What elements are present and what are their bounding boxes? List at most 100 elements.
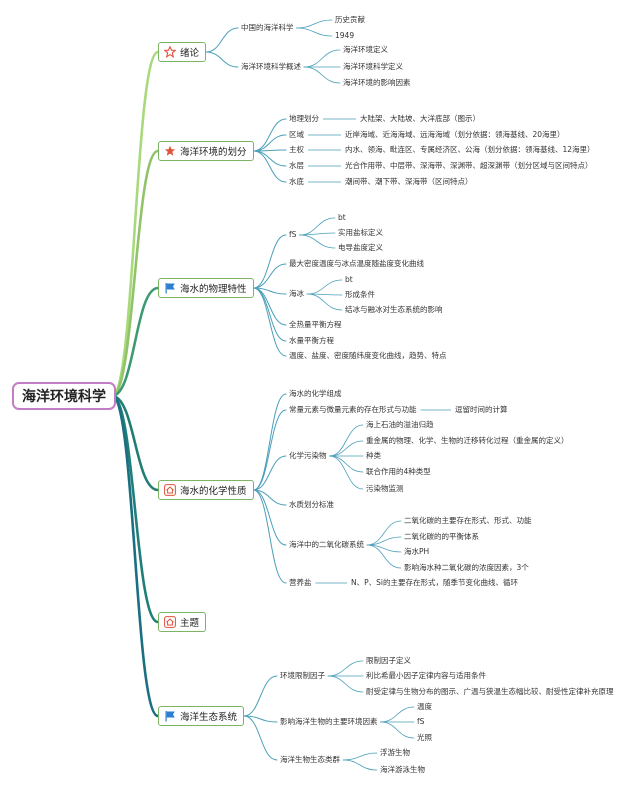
leaf-connector xyxy=(306,293,343,311)
leaf-node[interactable]: 海上石油的溢油归趋 xyxy=(366,420,434,429)
sub-branch-line xyxy=(205,27,239,53)
subtopic[interactable]: 全热量平衡方程 xyxy=(289,320,342,329)
leaf-node[interactable]: 海洋环境的影响因素 xyxy=(343,78,411,87)
leaf-node[interactable]: 电导盐度定义 xyxy=(338,243,383,252)
subtopic[interactable]: 主权 xyxy=(289,145,304,154)
leaf-node[interactable]: 联合作用的4种类型 xyxy=(366,467,431,476)
flag-icon xyxy=(164,710,176,722)
sub-branch-line xyxy=(253,118,287,152)
topic-label: 海洋环境的划分 xyxy=(180,147,247,158)
leaf-node[interactable]: 近岸海域、近海海域、远海海域（划分依据：领海基线、20海里） xyxy=(345,130,565,139)
home-icon xyxy=(164,484,176,496)
leaf-node[interactable]: 1949 xyxy=(335,31,355,40)
leaf-node[interactable]: fS xyxy=(417,717,425,726)
leaf-node[interactable]: 限制因子定义 xyxy=(366,656,411,665)
leaf-node[interactable]: 利比希最小因子定律内容与适用条件 xyxy=(366,671,486,680)
leaf-connector xyxy=(329,455,364,473)
subtopic[interactable]: 营养盐 xyxy=(289,578,312,587)
leaf-node[interactable]: 二氧化碳的的平衡体系 xyxy=(404,532,479,541)
topic-4[interactable]: 海水的化学性质 xyxy=(158,480,254,500)
leaf-node[interactable]: 光照 xyxy=(417,733,432,742)
leaf-node[interactable]: 光合作用带、中层带、深海带、深渊带、超深渊带（划分区域与区间特点） xyxy=(345,161,593,170)
leaf-node[interactable]: 影响海水种二氧化碳的浓度因素，3个 xyxy=(404,563,529,572)
subtopic[interactable]: 常量元素与微量元素的存在形式与功能 xyxy=(289,405,417,414)
topic-label: 绪论 xyxy=(180,48,200,59)
leaf-connector xyxy=(329,440,364,457)
leaf-node[interactable]: 内水、领海、毗连区、专属经济区、公海（划分依据：领海基线、12海里） xyxy=(345,145,595,154)
subtopic[interactable]: 海洋中的二氧化碳系统 xyxy=(289,540,364,549)
subtopic[interactable]: 海洋生物生态类群 xyxy=(280,755,340,764)
leaf-node[interactable]: 大陆架、大陆坡、大洋底部（图示） xyxy=(360,114,480,123)
leaf-node[interactable]: 海洋环境科学定义 xyxy=(343,62,403,71)
leaf-connector xyxy=(299,234,336,249)
topic-2[interactable]: 海洋环境的划分 xyxy=(158,141,254,161)
topic-1[interactable]: 绪论 xyxy=(158,42,207,62)
subtopic[interactable]: 海冰 xyxy=(289,289,304,298)
sub-branch-line xyxy=(205,51,239,68)
subtopic[interactable]: 水底 xyxy=(289,177,304,186)
sub-branch-line xyxy=(253,287,287,357)
topic-6[interactable]: 海洋生态系统 xyxy=(158,706,245,726)
leaf-connector xyxy=(296,19,333,29)
leaf-node[interactable]: 形成条件 xyxy=(345,290,375,299)
leaf-node[interactable]: 海洋环境定义 xyxy=(343,45,388,54)
subtopic[interactable]: 最大密度温度与冰点温度随盐度变化曲线 xyxy=(289,259,424,268)
subtopic[interactable]: 海水的化学组成 xyxy=(289,389,342,398)
leaf-node[interactable]: 海洋游泳生物 xyxy=(380,765,425,774)
leaf-connector xyxy=(380,721,415,739)
sub-branch-line xyxy=(253,393,287,491)
leaf-node[interactable]: bt xyxy=(345,275,353,284)
star-filled-icon xyxy=(164,145,176,157)
leaf-connector xyxy=(306,279,343,295)
subtopic[interactable]: 中国的海洋科学 xyxy=(241,23,294,32)
topic-label: 主题 xyxy=(180,618,200,629)
leaf-node[interactable]: 历史贡献 xyxy=(335,15,365,24)
leaf-node[interactable]: 温度 xyxy=(417,702,432,711)
branch-line xyxy=(110,394,160,624)
leaf-node[interactable]: 二氧化碳的主要存在形式、形式、功能 xyxy=(404,516,532,525)
sub-branch-line xyxy=(253,263,287,289)
leaf-node[interactable]: 逗留时间的计算 xyxy=(455,405,508,414)
subtopic[interactable]: fS xyxy=(289,230,297,239)
subtopic[interactable]: 区域 xyxy=(289,130,304,139)
root-node[interactable]: 海洋环境科学 xyxy=(12,382,116,410)
leaf-node[interactable]: bt xyxy=(338,213,346,222)
subtopic[interactable]: 环境限制因子 xyxy=(280,671,325,680)
leaf-node[interactable]: N、P、Si的主要存在形式，随季节变化曲线、循环 xyxy=(351,578,518,587)
star-outline-icon xyxy=(163,45,177,59)
subtopic[interactable]: 化学污染物 xyxy=(289,451,327,460)
subtopic[interactable]: 海洋环境科学概述 xyxy=(241,62,301,71)
leaf-connector xyxy=(329,455,364,490)
leaf-node[interactable]: 耐受定律与生物分布的图示、广温与狭温生态幅比较、耐受性定律补充原理 xyxy=(366,687,614,696)
leaf-node[interactable]: 污染物监测 xyxy=(366,484,404,493)
subtopic[interactable]: 水质划分标准 xyxy=(289,500,334,509)
sub-branch-line xyxy=(253,150,287,167)
sub-branch-line xyxy=(253,150,287,183)
topic-5[interactable]: 主题 xyxy=(158,612,207,632)
leaf-node[interactable]: 实用盐标定义 xyxy=(338,228,383,237)
branch-line xyxy=(110,149,160,398)
root-label: 海洋环境科学 xyxy=(22,389,106,405)
sub-branch-line xyxy=(253,489,287,546)
leaf-node[interactable]: 海水PH xyxy=(404,547,430,556)
topic-3[interactable]: 海水的物理特性 xyxy=(158,278,254,298)
leaf-connector xyxy=(303,49,341,68)
sub-branch-line xyxy=(243,675,278,717)
leaf-node[interactable]: 潮间带、潮下带、深海带（区间特点） xyxy=(345,177,473,186)
leaf-connector xyxy=(303,66,341,84)
subtopic[interactable]: 水层 xyxy=(289,161,304,170)
subtopic[interactable]: 水量平衡方程 xyxy=(289,336,334,345)
leaf-node[interactable]: 种类 xyxy=(366,451,381,460)
leaf-connector xyxy=(366,520,402,546)
leaf-connector xyxy=(327,675,364,693)
leaf-connector xyxy=(327,660,364,677)
branch-line xyxy=(110,50,160,398)
leaf-node[interactable]: 浮游生物 xyxy=(380,748,410,757)
leaf-node[interactable]: 重金属的物理、化学、生物的迁移转化过程（重金属的定义） xyxy=(366,436,569,445)
subtopic[interactable]: 影响海洋生物的主要环境因素 xyxy=(280,717,378,726)
sub-branch-line xyxy=(243,715,278,761)
leaf-node[interactable]: 结冰与融冰对生态系统的影响 xyxy=(345,305,443,314)
subtopic[interactable]: 温度、盐度、密度随纬度变化曲线，趋势、特点 xyxy=(289,351,447,360)
subtopic[interactable]: 地理划分 xyxy=(289,114,319,123)
sub-branch-line xyxy=(243,715,278,723)
